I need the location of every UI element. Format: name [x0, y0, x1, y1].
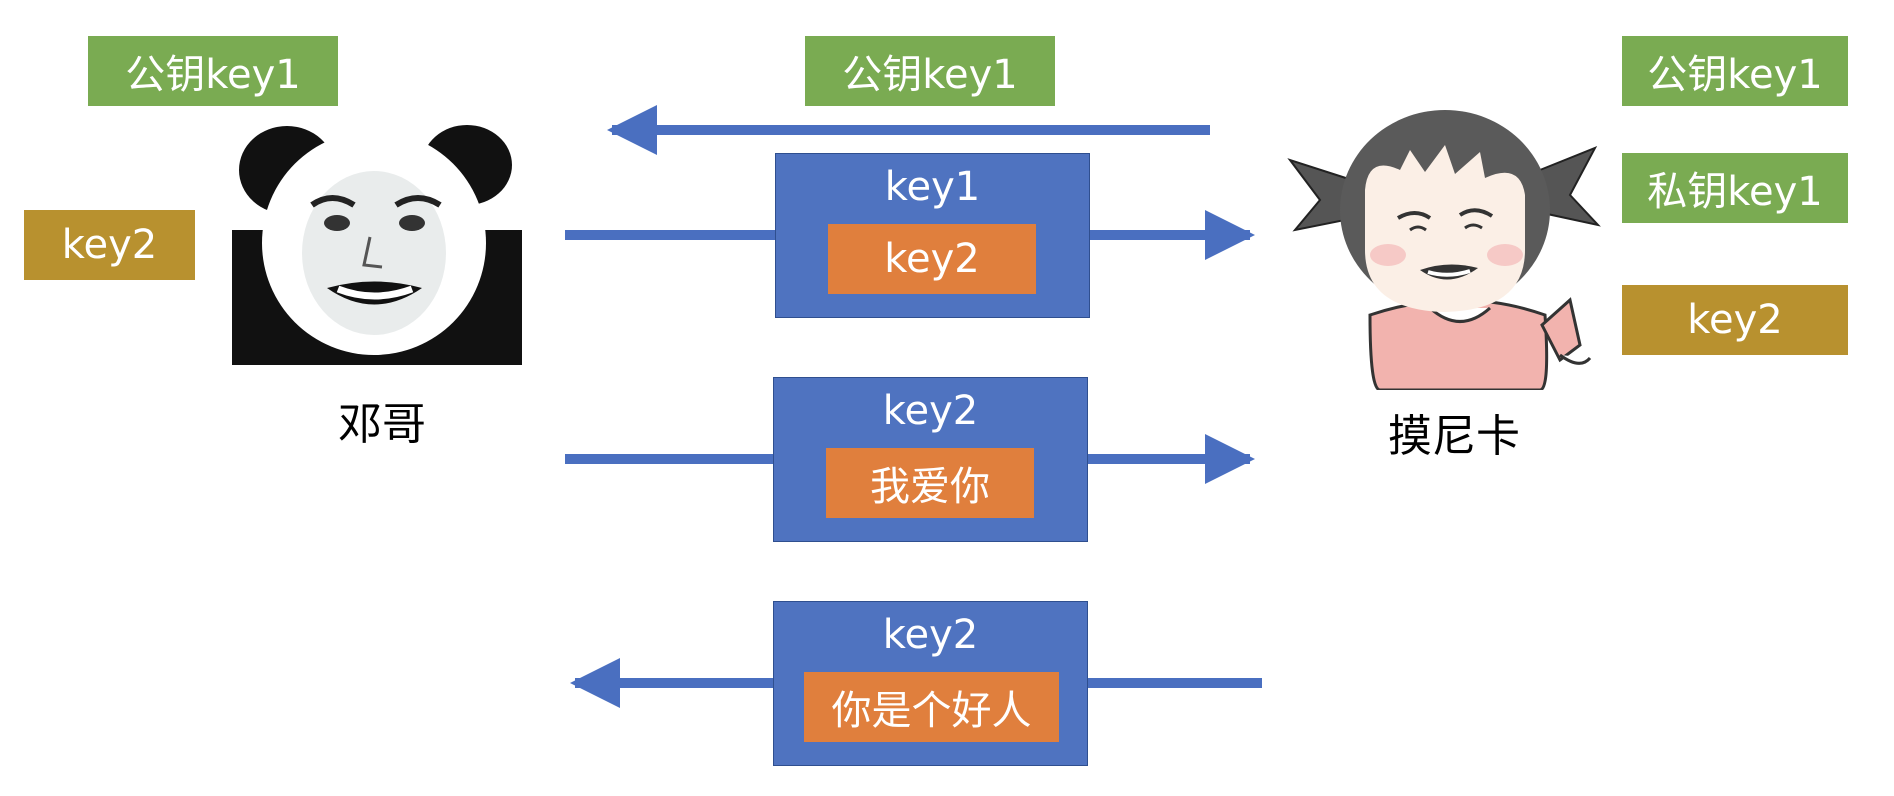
message-3-payload: 我爱你 — [826, 448, 1034, 518]
left-public-key-label: 公钥key1 — [88, 36, 338, 106]
message-4-outer-key: key2 — [882, 612, 979, 658]
left-symmetric-key-label: key2 — [24, 210, 195, 280]
right-public-key-label: 公钥key1 — [1622, 36, 1848, 106]
message-2-payload: key2 — [828, 224, 1036, 294]
message-4-packet: key2 你是个好人 — [773, 601, 1088, 766]
message-3-packet: key2 我爱你 — [773, 377, 1088, 542]
panda-meme-face-icon — [232, 125, 522, 365]
right-symmetric-key-label: key2 — [1622, 285, 1848, 355]
left-party-name: 邓哥 — [338, 399, 426, 450]
right-private-key-label: 私钥key1 — [1622, 153, 1848, 223]
message-1-label: 公钥key1 — [805, 36, 1055, 106]
message-2-outer-key: key1 — [884, 164, 981, 210]
girl-meme-face-icon — [1287, 110, 1601, 390]
right-party-name: 摸尼卡 — [1388, 411, 1520, 462]
message-3-outer-key: key2 — [882, 388, 979, 434]
message-4-payload: 你是个好人 — [804, 672, 1059, 742]
message-2-packet: key1 key2 — [775, 153, 1090, 318]
